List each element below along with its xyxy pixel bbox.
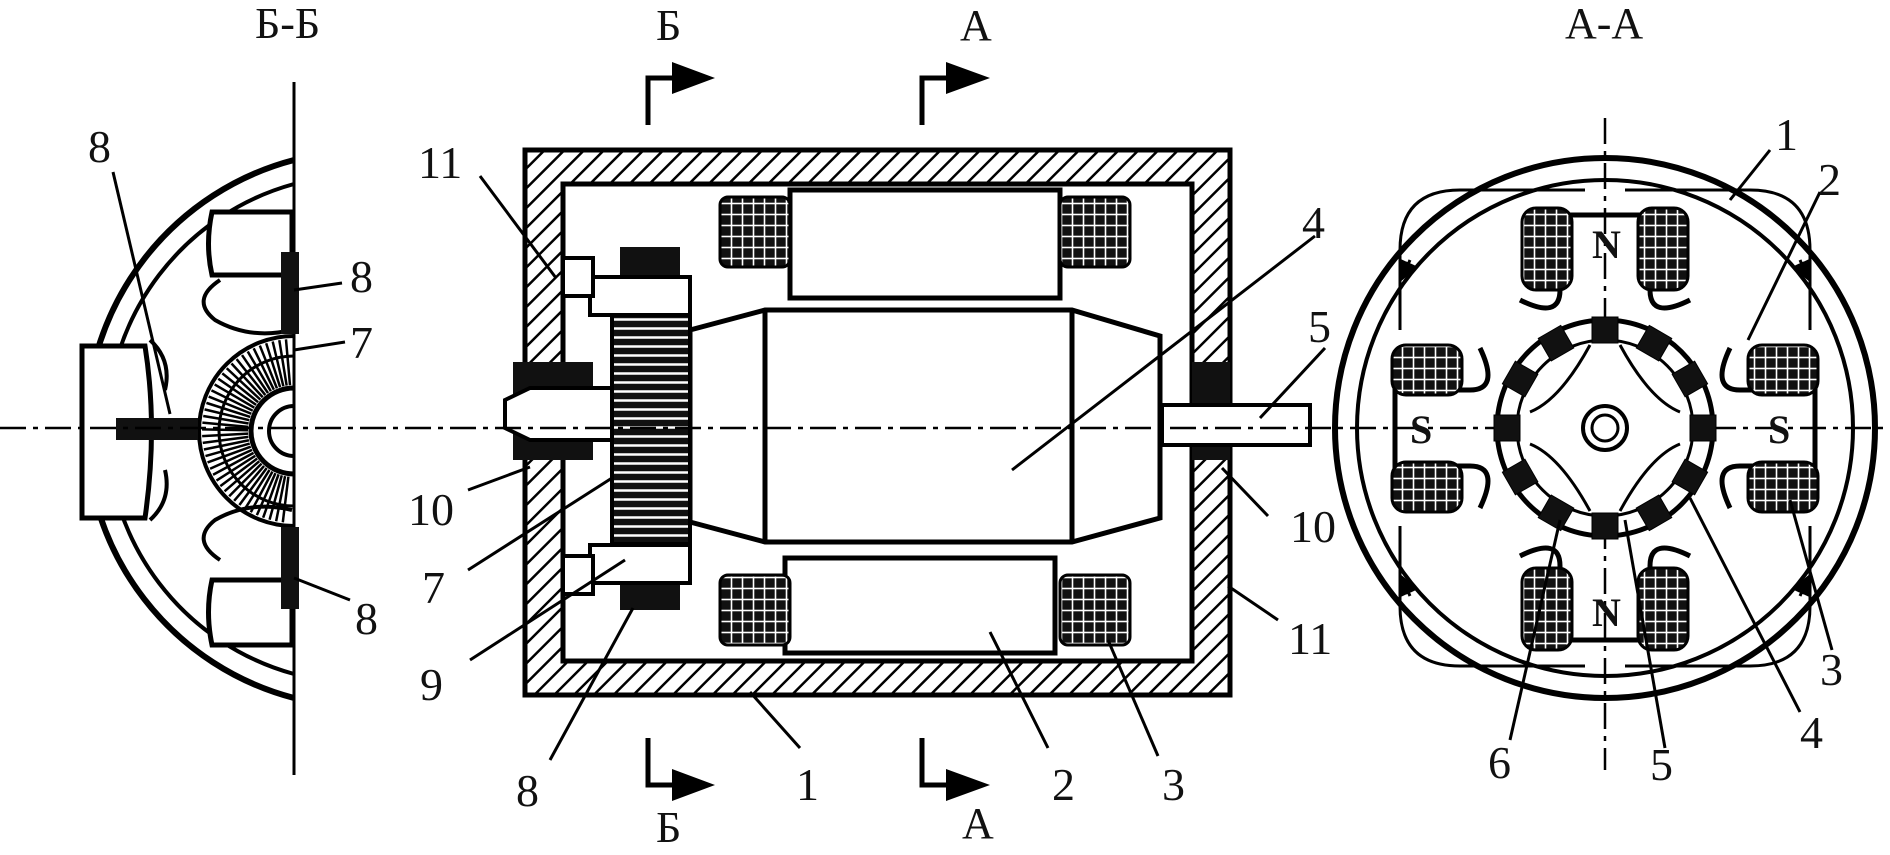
armature-slot	[1635, 494, 1673, 532]
yoke-outer	[1332, 155, 1878, 701]
label-8: 8	[88, 121, 111, 172]
label-10: 10	[408, 484, 454, 535]
label-6: 6	[1488, 737, 1511, 788]
pole-label-s: S	[1410, 407, 1432, 452]
cut-mark-a-top: А	[960, 1, 992, 50]
armature-slots	[1493, 316, 1717, 540]
armature-slot	[1591, 512, 1619, 540]
label-3: 3	[1162, 759, 1185, 810]
shaft-left-end	[503, 386, 614, 442]
armature-slot	[1671, 360, 1709, 398]
yoke-inner	[1355, 178, 1855, 678]
label-2: 2	[1818, 154, 1841, 205]
section-aa-view: А-А N N S S	[1332, 0, 1878, 790]
label-9: 9	[420, 659, 443, 710]
armature-slot	[1501, 360, 1539, 398]
cut-mark-b-top: Б	[656, 1, 681, 50]
label-11: 11	[1288, 613, 1332, 664]
field-coil	[1520, 206, 1574, 292]
armature-slot	[1493, 414, 1521, 442]
armature-slot	[1537, 324, 1575, 362]
field-coil	[718, 195, 792, 269]
label-2: 2	[1052, 759, 1075, 810]
brush-bottom	[281, 527, 299, 609]
pole-label-n: N	[1592, 590, 1621, 635]
label-8: 8	[516, 765, 539, 816]
field-coil	[718, 573, 792, 647]
brush-top	[620, 247, 680, 277]
pole-shoe-right	[1719, 346, 1818, 510]
field-coil	[1746, 343, 1820, 397]
pole-shoe-bottom	[1518, 545, 1692, 643]
commutator-segments	[201, 339, 292, 523]
label-8: 8	[350, 251, 373, 302]
label-10: 10	[1290, 501, 1336, 552]
label-1: 1	[1775, 109, 1798, 160]
field-coil	[1058, 573, 1132, 647]
field-coil	[1746, 460, 1820, 514]
armature	[687, 307, 1163, 545]
field-coil	[1636, 206, 1690, 292]
label-11: 11	[418, 137, 462, 188]
section-aa-title: А-А	[1565, 0, 1643, 48]
cut-mark-b-bottom: Б	[656, 803, 681, 850]
label-4: 4	[1800, 707, 1823, 758]
label-4: 4	[1302, 197, 1325, 248]
armature-slot	[1635, 324, 1673, 362]
pole-shoe-top	[1518, 212, 1692, 311]
label-8: 8	[355, 593, 378, 644]
brush-holder-top	[206, 209, 295, 278]
commutator	[610, 286, 692, 546]
label-5: 5	[1650, 739, 1673, 790]
label-1: 1	[796, 759, 819, 810]
field-coil	[1390, 460, 1464, 514]
shaft-output	[1160, 403, 1312, 447]
section-bb-title: Б-Б	[255, 0, 320, 48]
label-7: 7	[350, 317, 373, 368]
brush-holder-bottom	[588, 543, 692, 585]
pole-top	[787, 187, 1063, 301]
field-coil	[1058, 195, 1132, 269]
armature-slot	[1689, 414, 1717, 442]
housing-frame	[522, 147, 1233, 698]
armature-slot	[1537, 494, 1575, 532]
field-coil	[1636, 566, 1690, 652]
brush-top	[281, 252, 299, 334]
label-3: 3	[1820, 644, 1843, 695]
label-5: 5	[1308, 301, 1331, 352]
armature-slot	[1671, 458, 1709, 496]
pole-shoe-left	[1392, 346, 1491, 510]
section-bb-view: Б-Б 8 8 7 8	[79, 0, 378, 775]
label-7: 7	[422, 562, 445, 613]
brush-holder-top	[588, 275, 692, 317]
field-coil	[1390, 343, 1464, 397]
armature-slot	[1501, 458, 1539, 496]
cut-mark-a-bottom: А	[962, 799, 994, 848]
brush-holder-bottom	[206, 577, 295, 648]
pole-label-n: N	[1592, 222, 1621, 267]
pole-bottom	[782, 555, 1058, 656]
armature-slot	[1591, 316, 1619, 344]
pole-label-s: S	[1768, 407, 1790, 452]
